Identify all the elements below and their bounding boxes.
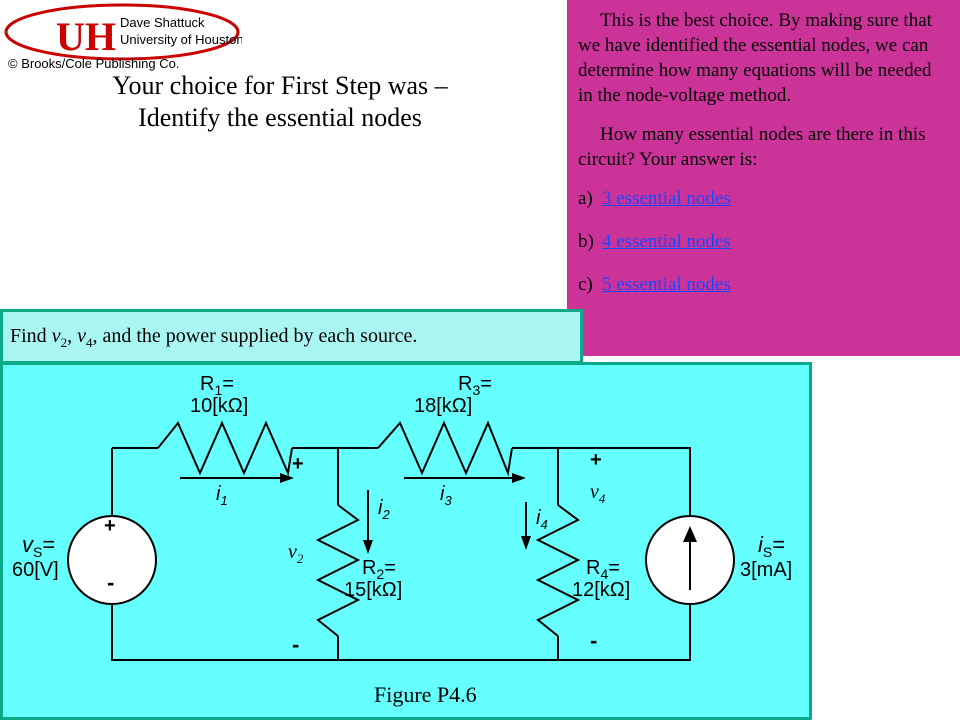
r1-label: R1=: [200, 373, 234, 398]
arrow-i2-icon: [363, 490, 373, 554]
problem-v4-sub: 4: [85, 335, 93, 350]
figure-caption: Figure P4.6: [374, 682, 477, 707]
circuit-panel: + - + - + - R1= 10[kΩ] R3= 18[kΩ] R2= 15…: [0, 362, 812, 720]
answer-choice-b: b) 4 essential nodes: [578, 229, 950, 254]
choice-letter: b): [578, 231, 594, 252]
r1-value: 10[kΩ]: [190, 395, 248, 417]
arrow-i1-icon: [180, 473, 294, 483]
logo-oval: [4, 3, 240, 61]
feedback-paragraph-1: This is the best choice. By making sure …: [578, 10, 932, 106]
resistor-r2: [315, 504, 361, 637]
resistor-r1: [157, 420, 293, 477]
r4-value: 12[kΩ]: [572, 579, 630, 601]
v4-minus: -: [590, 628, 597, 653]
university-logo: UH Dave Shattuck University of Houston ©…: [4, 3, 242, 71]
circuit-diagram: + - + - + - R1= 10[kΩ] R3= 18[kΩ] R2= 15…: [12, 373, 792, 707]
current-source-arrow-icon: [683, 526, 697, 590]
resistor-r3: [377, 420, 513, 477]
resistor-r4: [535, 504, 581, 637]
r3-label: R3=: [458, 373, 492, 398]
answer-choice-c: c) 5 essential nodes: [578, 272, 950, 297]
answer-link-4-nodes[interactable]: 4 essential nodes: [602, 231, 731, 252]
arrow-i4-icon: [521, 502, 531, 550]
problem-separator: ,: [67, 325, 78, 347]
vs-label: vS=: [22, 532, 55, 560]
v2-plus: +: [292, 453, 304, 475]
uh-monogram: UH: [56, 14, 116, 59]
arrow-i3-icon: [404, 473, 526, 483]
problem-text-rest: , and the power supplied by each source.: [92, 325, 418, 347]
answer-link-3-nodes[interactable]: 3 essential nodes: [602, 188, 731, 209]
vs-minus: -: [107, 570, 114, 595]
vs-value: 60[V]: [12, 559, 59, 581]
v2-label: v2: [288, 541, 304, 566]
v2-minus: -: [292, 632, 299, 657]
wire-bottom: [111, 576, 691, 661]
feedback-panel: This is the best choice. By making sure …: [567, 0, 960, 356]
logo-copyright: © Brooks/Cole Publishing Co.: [8, 56, 179, 71]
vs-plus: +: [104, 515, 116, 537]
answer-link-5-nodes[interactable]: 5 essential nodes: [602, 274, 731, 295]
i1-label: i1: [216, 483, 228, 508]
logo-institution: University of Houston: [120, 32, 242, 47]
problem-text-find: Find: [10, 325, 52, 347]
r2-value: 15[kΩ]: [344, 579, 402, 601]
i2-label: i2: [378, 497, 390, 522]
logo-author: Dave Shattuck: [120, 15, 205, 30]
wire-top-right: [512, 447, 691, 544]
is-label: iS=: [758, 532, 785, 560]
choice-letter: c): [578, 274, 593, 295]
r4-label: R4=: [586, 557, 620, 582]
page-title: Your choice for First Step was – Identif…: [20, 70, 540, 134]
voltage-source: [67, 515, 157, 605]
v4-label: v4: [590, 481, 606, 506]
i3-label: i3: [440, 483, 452, 508]
problem-v4: v: [77, 325, 86, 347]
title-line-1: Your choice for First Step was –: [112, 71, 448, 100]
is-value: 3[mA]: [740, 559, 792, 581]
r3-value: 18[kΩ]: [414, 395, 472, 417]
problem-v2-sub: 2: [60, 335, 68, 350]
choice-letter: a): [578, 188, 593, 209]
problem-statement: Find v2, v4, and the power supplied by e…: [0, 309, 583, 364]
r2-label: R2=: [362, 557, 396, 582]
v4-plus: +: [590, 449, 602, 471]
feedback-paragraph-2: How many essential nodes are there in th…: [578, 124, 926, 170]
title-line-2: Identify the essential nodes: [138, 103, 422, 132]
problem-v2: v: [51, 325, 61, 347]
answer-choice-a: a) 3 essential nodes: [578, 186, 950, 211]
i4-label: i4: [536, 507, 548, 532]
